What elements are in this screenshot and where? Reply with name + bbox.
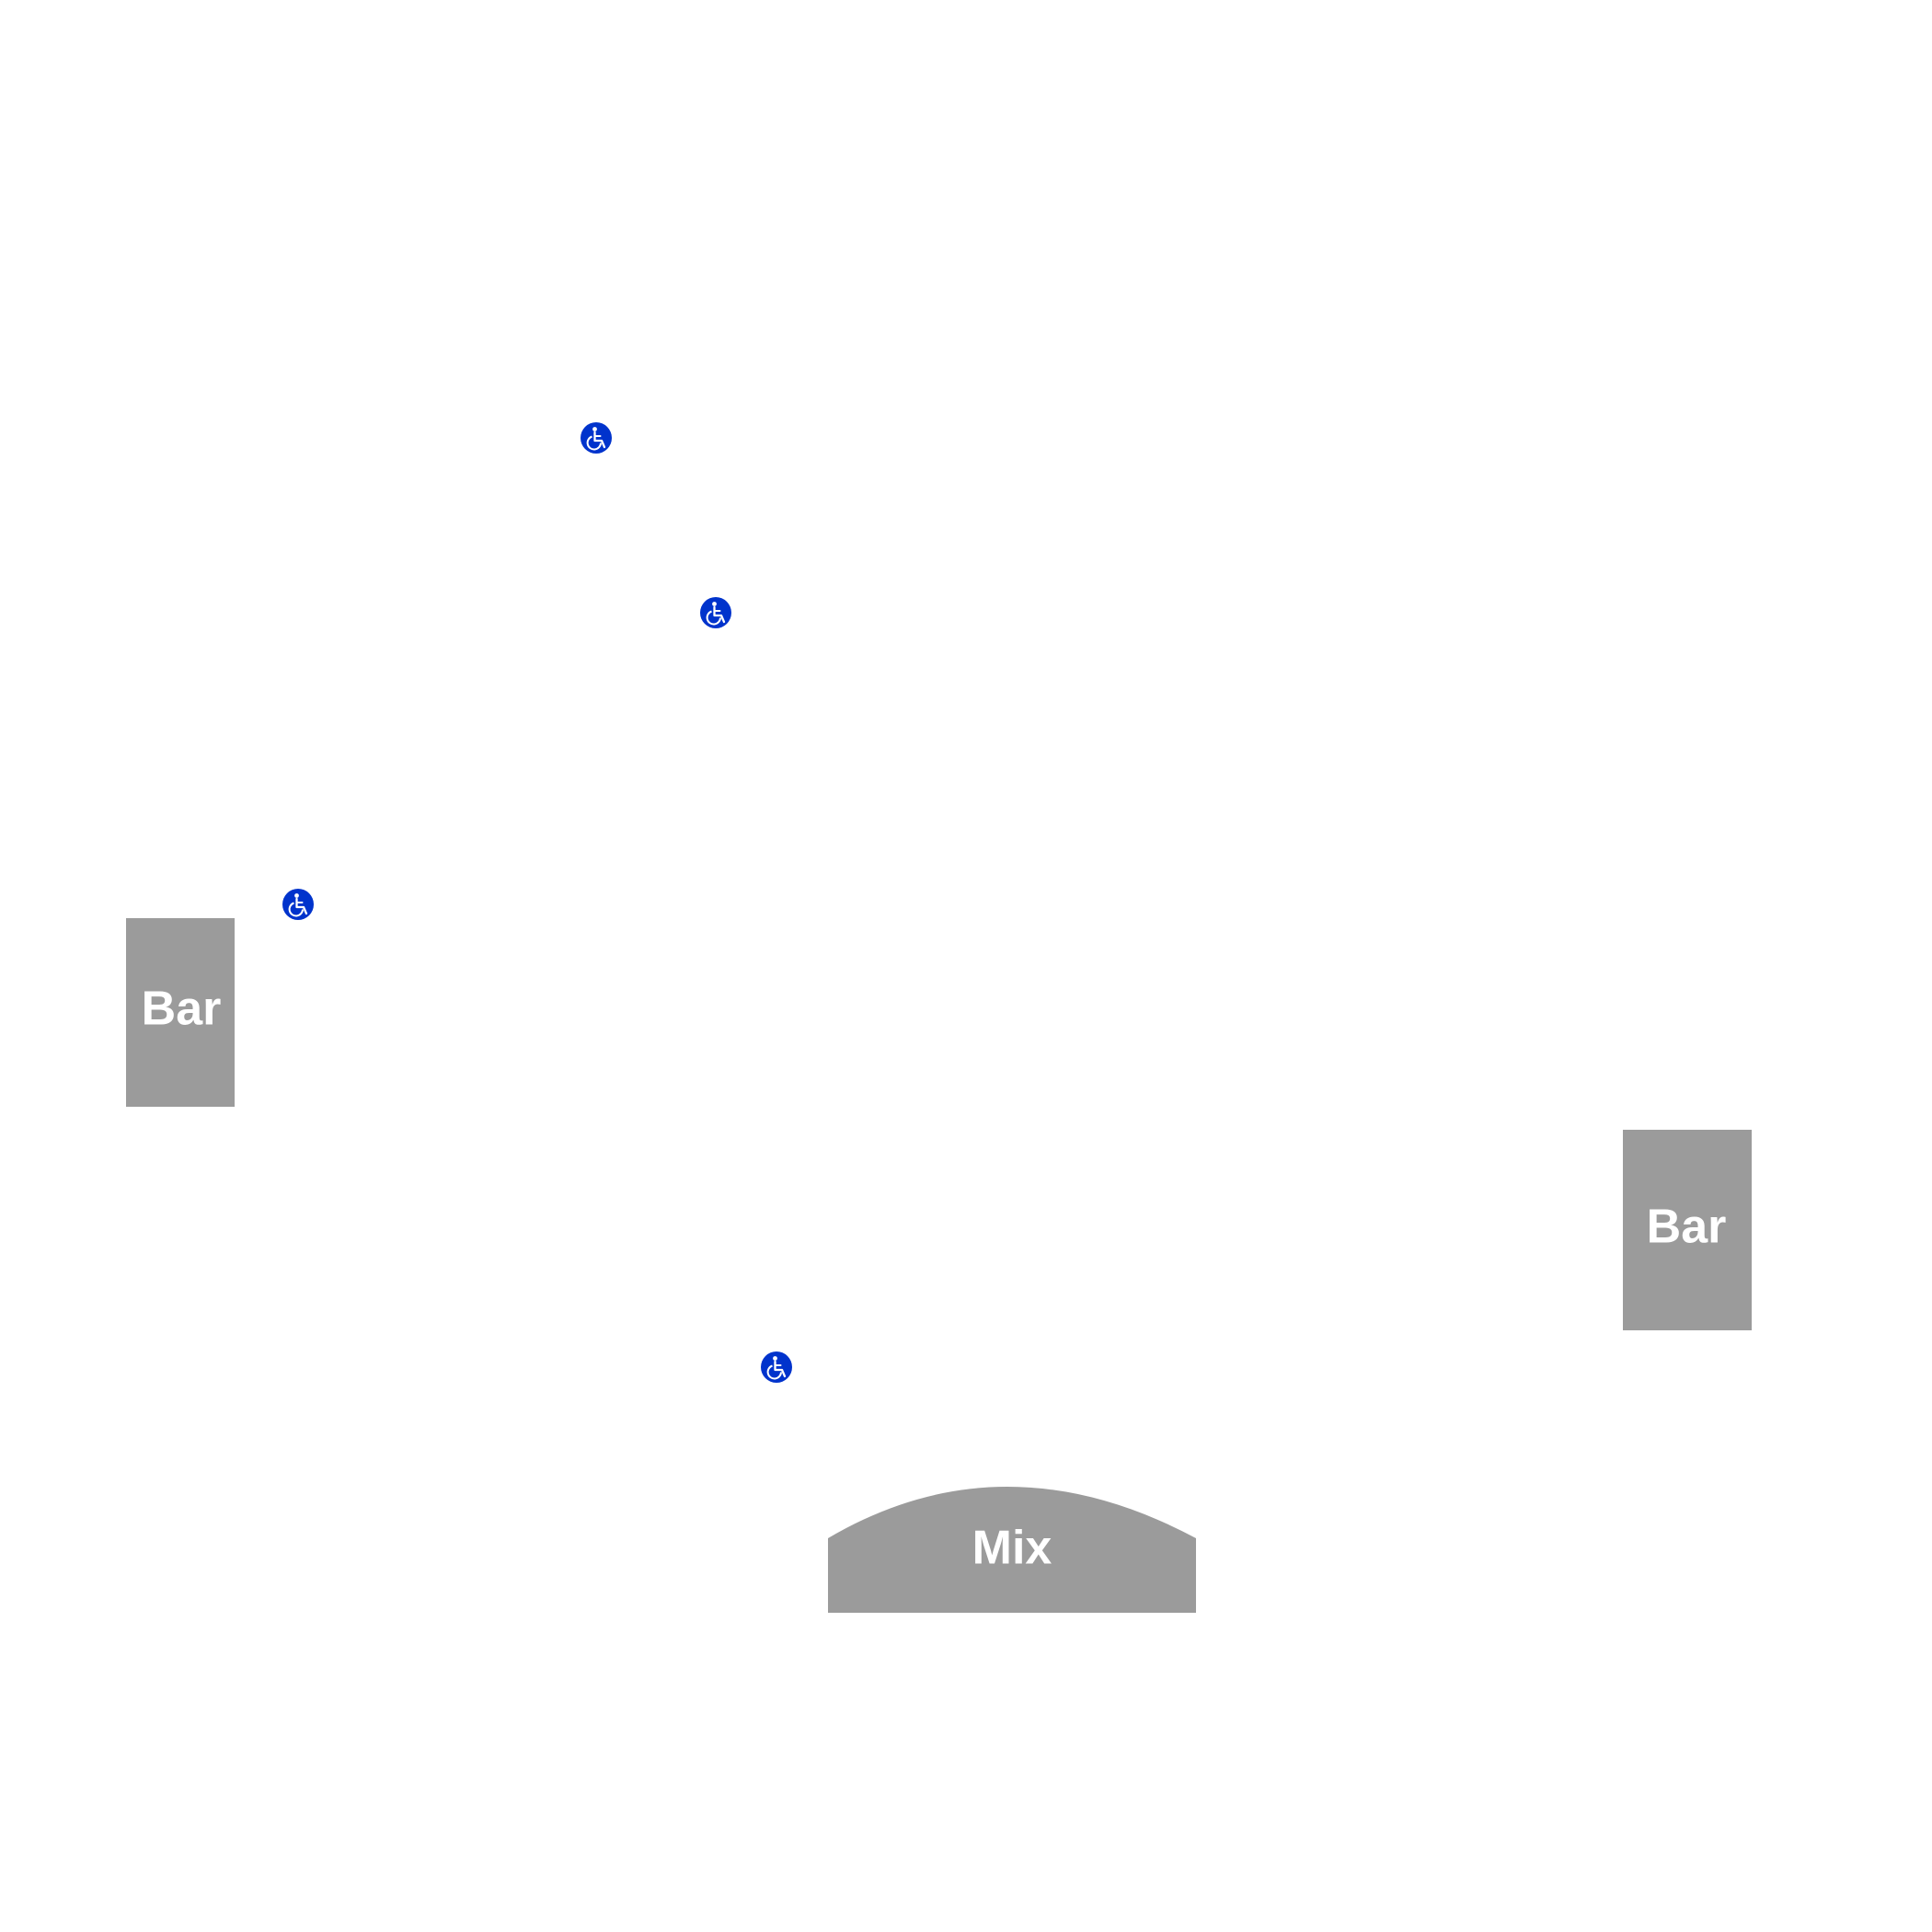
mix-position[interactable]: Mix — [828, 1487, 1196, 1613]
accessibility-marker-2[interactable] — [698, 595, 733, 630]
wheelchair-icon — [281, 887, 316, 922]
bar-right-shape — [1623, 1130, 1752, 1330]
wheelchair-icon — [759, 1350, 794, 1385]
wheelchair-icon — [579, 420, 614, 455]
accessibility-marker-3[interactable] — [281, 887, 316, 922]
accessibility-marker-4[interactable] — [759, 1350, 794, 1385]
bar-right-label: Bar — [1647, 1201, 1727, 1254]
bar-left-shape — [126, 918, 235, 1107]
bar-right[interactable]: Bar — [1623, 1130, 1752, 1330]
bar-left-label: Bar — [142, 983, 222, 1036]
mix-shape — [828, 1487, 1196, 1613]
accessibility-marker-1[interactable] — [579, 420, 614, 455]
wheelchair-icon — [698, 595, 733, 630]
mix-label: Mix — [972, 1522, 1052, 1575]
bar-left[interactable]: Bar — [126, 918, 235, 1107]
